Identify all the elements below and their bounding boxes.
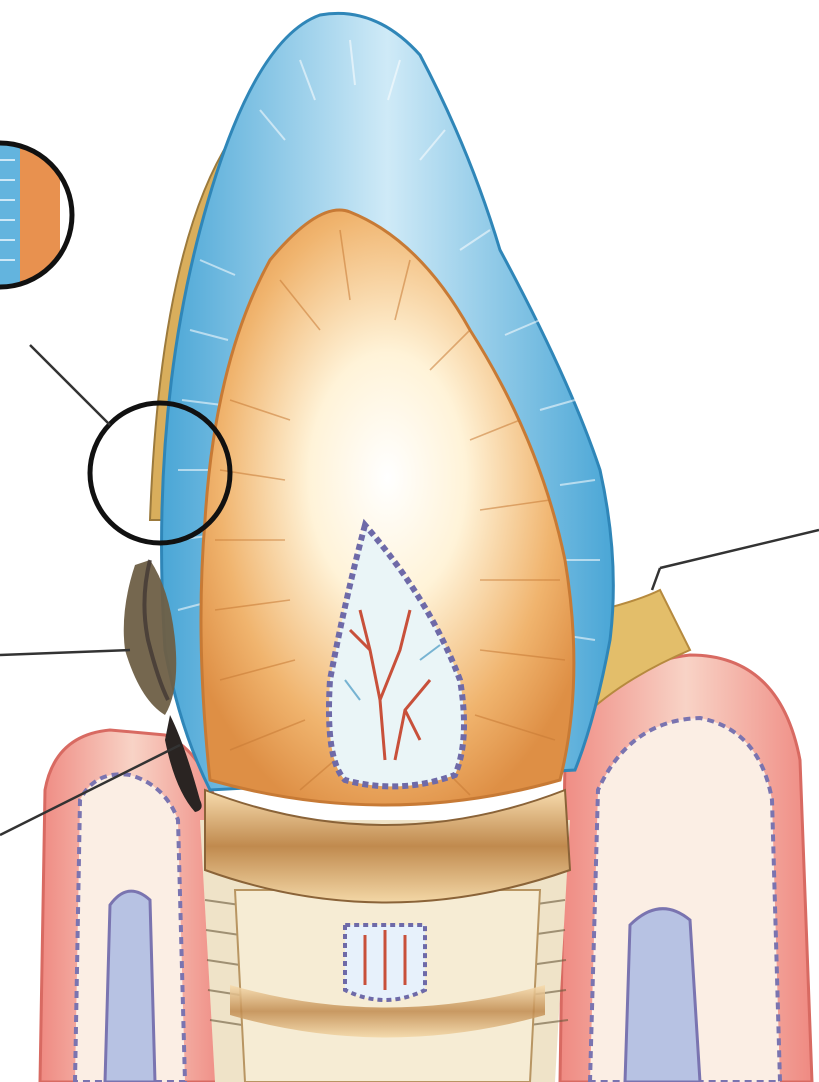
gum-left — [40, 730, 225, 1082]
gum-right — [560, 655, 812, 1082]
